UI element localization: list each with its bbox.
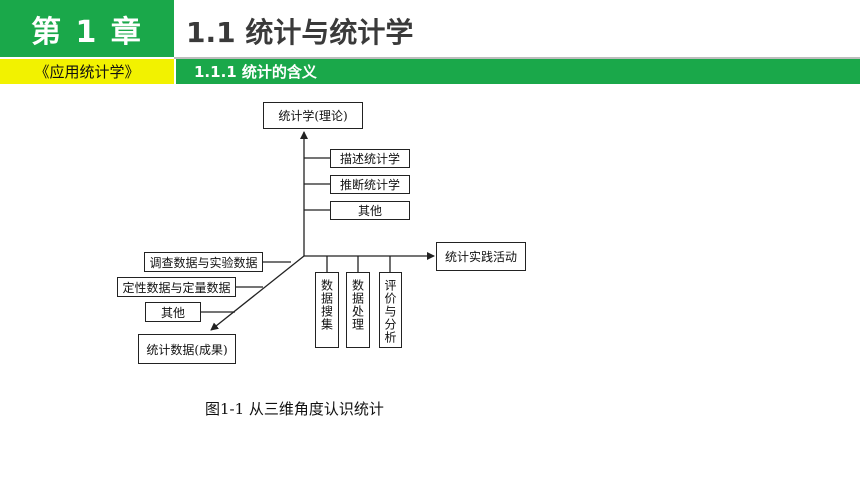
chapter-label: 第 1 章	[0, 0, 174, 57]
title-divider	[174, 57, 860, 59]
node-qualquant: 定性数据与定量数据	[117, 277, 236, 297]
node-other-left: 其他	[145, 302, 201, 322]
node-describe: 描述统计学	[330, 149, 410, 168]
node-results: 统计数据(成果)	[138, 334, 236, 364]
book-title: 《应用统计学》	[0, 59, 174, 84]
node-practice: 统计实践活动	[436, 242, 526, 271]
subsection-title: 1.1.1 统计的含义	[176, 59, 860, 84]
section-title: 1.1 统计与统计学	[186, 16, 414, 49]
node-evaluate: 评价与分析	[379, 272, 402, 348]
figure-caption: 图1-1 从三维角度认识统计	[205, 400, 384, 418]
node-process: 数据处理	[346, 272, 370, 348]
node-other-top: 其他	[330, 201, 410, 220]
node-theory: 统计学(理论)	[263, 102, 363, 129]
node-collect: 数据搜集	[315, 272, 339, 348]
node-infer: 推断统计学	[330, 175, 410, 194]
axis-diagonal	[210, 255, 305, 331]
node-survey: 调查数据与实验数据	[144, 252, 263, 272]
